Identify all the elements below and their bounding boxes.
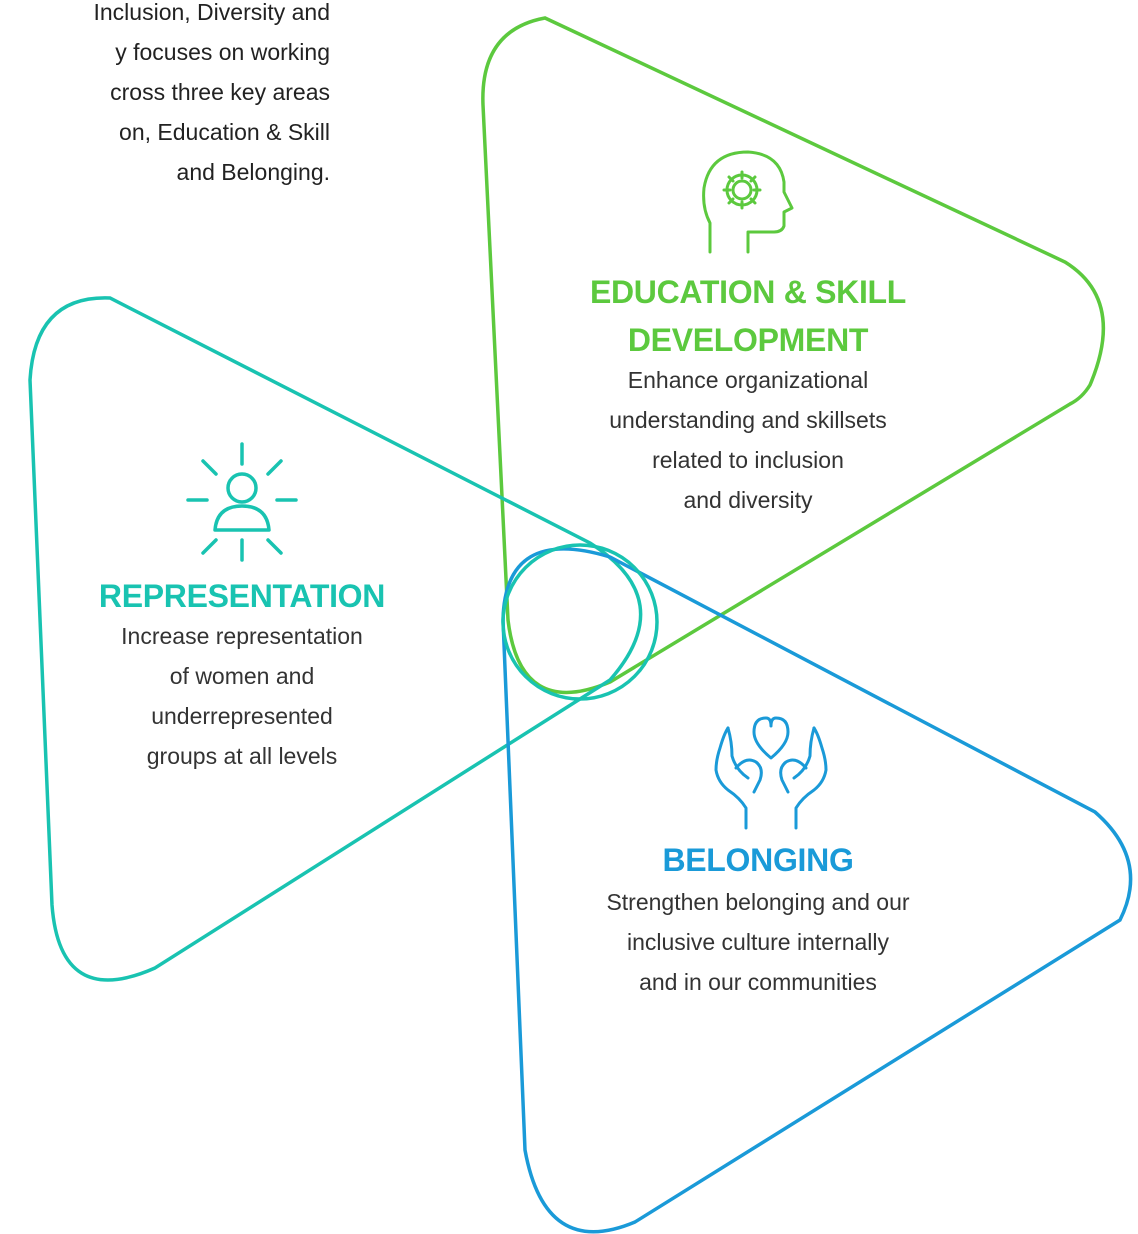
education-title: EDUCATION & SKILL bbox=[589, 274, 907, 310]
representation-description: of women and bbox=[169, 663, 315, 689]
center-circle bbox=[501, 543, 659, 701]
belonging-description: inclusive culture internally bbox=[626, 929, 890, 955]
education-block: EDUCATION & SKILL DEVELOPMENT Enhance or… bbox=[548, 268, 948, 520]
belonging-description: and in our communities bbox=[639, 969, 877, 995]
education-triangle bbox=[481, 16, 1106, 695]
intro-line: Inclusion, Diversity and bbox=[93, 0, 331, 25]
representation-description: Increase representation bbox=[121, 623, 363, 649]
belonging-block: BELONGING Strengthen belonging and our i… bbox=[548, 836, 968, 1002]
representation-description: underrepresented bbox=[151, 703, 333, 729]
education-title: DEVELOPMENT bbox=[627, 322, 869, 358]
intro-line: on, Education & Skill bbox=[119, 119, 330, 145]
representation-description: groups at all levels bbox=[146, 743, 338, 769]
education-description: understanding and skillsets bbox=[609, 407, 887, 433]
education-description: related to inclusion bbox=[652, 447, 844, 473]
education-description: Enhance organizational bbox=[627, 367, 869, 393]
intro-line: cross three key areas bbox=[110, 79, 330, 105]
representation-title: REPRESENTATION bbox=[98, 578, 386, 614]
head-gear-icon bbox=[702, 150, 794, 254]
person-rays-icon bbox=[186, 442, 298, 562]
hands-heart-icon bbox=[714, 716, 828, 830]
belonging-triangle bbox=[501, 547, 1133, 1234]
intro-line: y focuses on working bbox=[115, 39, 330, 65]
representation-block: REPRESENTATION Increase representation o… bbox=[72, 572, 412, 776]
intro-paragraph: Inclusion, Diversity and y focuses on wo… bbox=[0, 0, 331, 192]
belonging-description: Strengthen belonging and our bbox=[606, 889, 910, 915]
intro-line: and Belonging. bbox=[176, 159, 330, 185]
representation-triangle bbox=[28, 296, 643, 982]
belonging-title: BELONGING bbox=[662, 842, 854, 878]
education-description: and diversity bbox=[683, 487, 813, 513]
